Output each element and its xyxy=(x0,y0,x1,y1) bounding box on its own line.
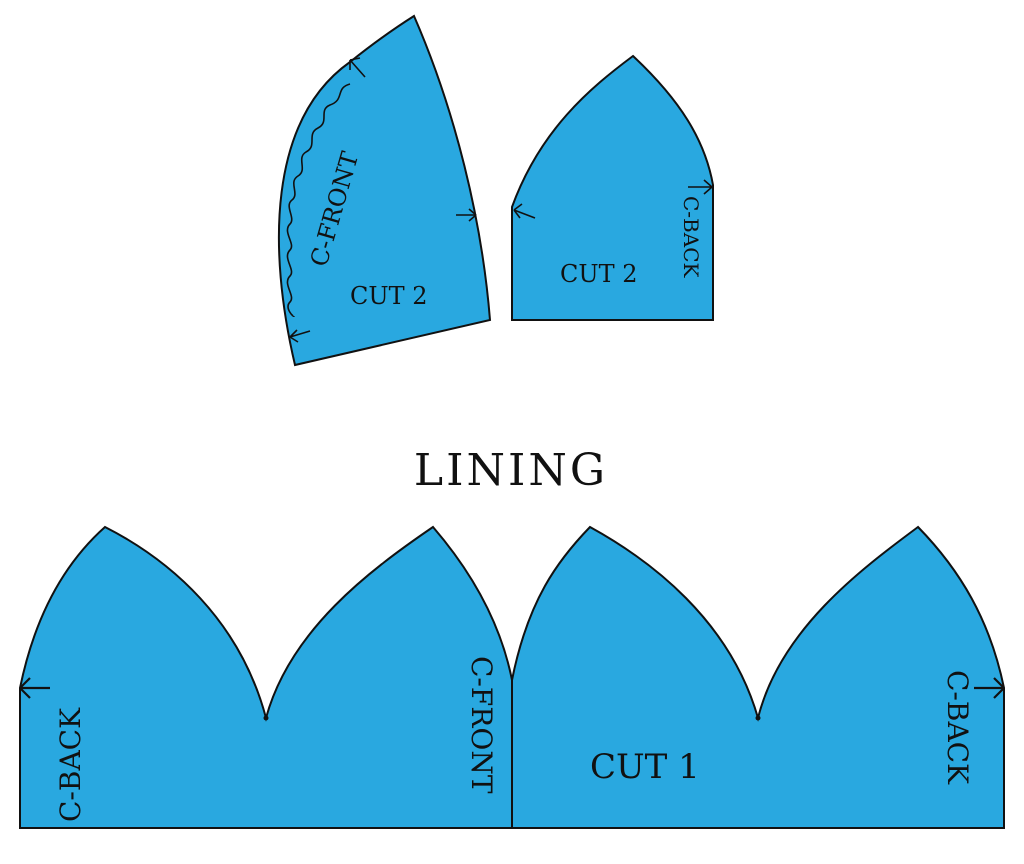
back-piece-shape xyxy=(511,54,714,321)
back-pattern-piece: CUT 2 C-BACK xyxy=(511,54,714,321)
notch-arrow-icon xyxy=(349,57,366,78)
lining-left-edge-label: C-BACK xyxy=(54,707,87,822)
front-pattern-piece: C-FRONT CUT 2 xyxy=(277,14,492,367)
lining-right-shape xyxy=(511,525,1005,829)
front-cut-label: CUT 2 xyxy=(350,282,428,310)
lining-right-edge-label: C-BACK xyxy=(941,670,974,785)
notch-arrow-icon xyxy=(289,329,311,343)
notch-arrow-icon xyxy=(688,179,713,195)
notch-dot xyxy=(755,715,761,721)
grainline-arrow-icon xyxy=(19,677,50,699)
front-piece-shape xyxy=(277,14,492,367)
back-cut-label: CUT 2 xyxy=(560,260,638,288)
notch-arrow-icon xyxy=(456,208,477,222)
section-title: LINING xyxy=(414,445,608,496)
back-edge-label: C-BACK xyxy=(679,196,703,279)
lining-pattern-piece: C-BACK C-FRONT CUT 1 C-BACK xyxy=(19,525,1005,829)
lining-center-label: C-FRONT xyxy=(465,656,498,794)
notch-dot xyxy=(263,715,269,721)
lining-left-shape xyxy=(19,525,513,829)
gathering-wavy-line xyxy=(286,83,351,318)
notch-arrow-icon xyxy=(513,203,536,219)
grainline-arrow-icon xyxy=(974,677,1005,699)
lining-cut-label: CUT 1 xyxy=(590,747,700,787)
